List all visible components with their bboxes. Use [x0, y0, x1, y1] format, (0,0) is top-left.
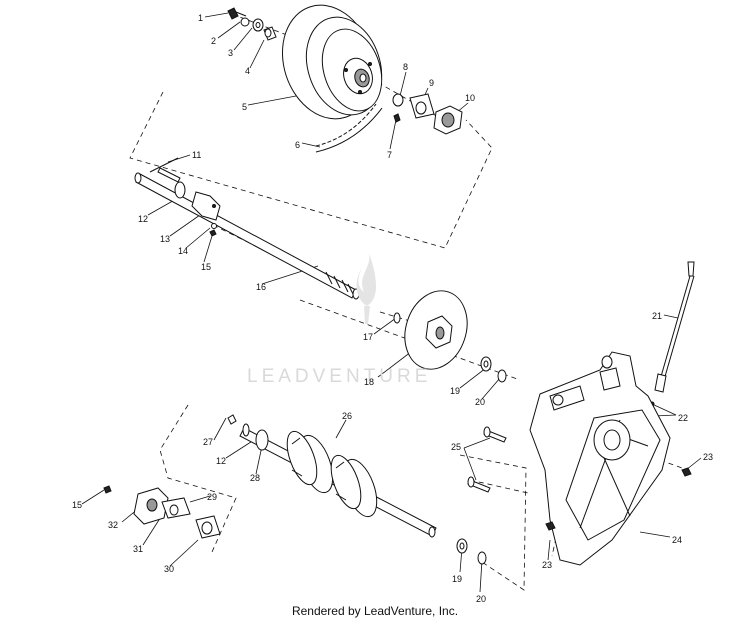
callout-20-upper: 20: [475, 397, 486, 407]
callout-8: 8: [403, 62, 409, 72]
callout-25: 25: [451, 442, 462, 452]
watermark-text: LEADVENTURE: [247, 366, 432, 387]
track-shaft-assembly: [227, 414, 437, 538]
footer-credit: Rendered by LeadVenture, Inc.: [291, 604, 459, 618]
callout-21: 21: [652, 311, 663, 321]
callout-18: 18: [364, 377, 375, 387]
watermark-flame-icon: [356, 248, 377, 324]
chaincase-housing: [529, 351, 671, 566]
callout-2: 2: [211, 36, 217, 46]
lower-seal-parts: [456, 538, 487, 565]
callout-4: 4: [245, 66, 251, 76]
housing-bolts: [467, 426, 692, 531]
bearing-flange-parts: [392, 93, 463, 135]
callout-9: 9: [429, 78, 435, 88]
callout-12-lower: 12: [216, 456, 227, 466]
drive-chain: [315, 103, 383, 153]
callout-19-lower: 19: [452, 574, 463, 584]
callout-27: 27: [203, 437, 214, 447]
drive-shaft-assembly: [134, 157, 360, 300]
callout-20-lower: 20: [476, 594, 487, 604]
callout-12-upper: 12: [138, 214, 149, 224]
callout-19-upper: 19: [450, 386, 461, 396]
callout-24: 24: [672, 535, 683, 545]
speedo-cable: [649, 261, 695, 417]
callout-15-upper: 15: [201, 262, 212, 272]
callout-29: 29: [207, 492, 218, 502]
callout-17: 17: [363, 332, 374, 342]
callout-26: 26: [342, 411, 353, 421]
callout-22: 22: [678, 413, 689, 423]
callout-23-right: 23: [703, 452, 714, 462]
callout-7: 7: [387, 150, 393, 160]
callout-28: 28: [250, 473, 261, 483]
callout-10: 10: [465, 93, 476, 103]
callout-15-lower: 15: [72, 500, 83, 510]
drive-pulley: [281, 4, 383, 120]
callout-11: 11: [192, 150, 202, 160]
callout-5: 5: [242, 102, 248, 112]
callout-1: 1: [198, 13, 204, 23]
bearing-plates: [103, 485, 221, 539]
callout-6: 6: [295, 140, 301, 150]
callout-31: 31: [133, 544, 144, 554]
callout-3: 3: [228, 48, 234, 58]
top-hardware: [227, 7, 277, 41]
callout-14: 14: [178, 246, 189, 256]
callout-16: 16: [256, 282, 267, 292]
callout-30: 30: [164, 564, 175, 574]
callout-13: 13: [160, 234, 171, 244]
callout-32: 32: [108, 520, 119, 530]
brake-disc-parts: [393, 290, 507, 383]
callout-23-lower: 23: [542, 560, 553, 570]
